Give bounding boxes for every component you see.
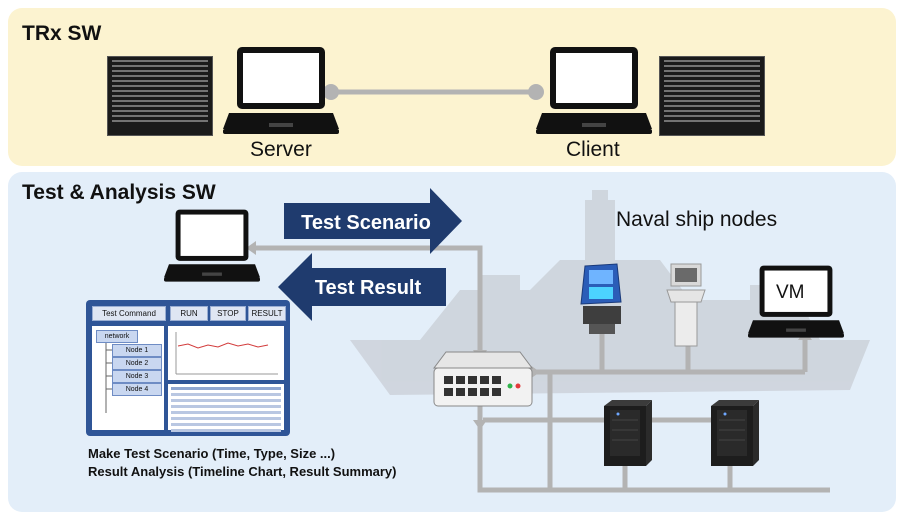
terminal-kiosk-icon [666,263,706,347]
server-label: Server [250,138,312,161]
caption-result-analysis: Result Analysis (Timeline Chart, Result … [88,464,397,479]
test-scenario-label: Test Scenario [301,212,431,234]
test-result-label: Test Result [315,277,422,299]
tree-node-1[interactable]: Node 1 [112,344,162,357]
server-terminal [107,56,213,136]
timeline-chart-panel [168,326,284,380]
timeline-chart-sketch [175,332,278,375]
client-terminal [659,56,765,136]
naval-ship-nodes-label: Naval ship nodes [616,208,778,231]
vm-label: VM [776,282,805,303]
tree-node-4[interactable]: Node 4 [112,383,162,396]
result-button[interactable]: RESULT [248,306,286,321]
tree-node-3[interactable]: Node 3 [112,370,162,383]
wire-arrow-icon [473,420,487,430]
control-console-icon [580,263,622,334]
result-summary-table [168,384,284,432]
tree-root-network[interactable]: network [96,330,138,343]
test-application-window: Test Command RUN STOP RESULT network Nod… [86,300,290,436]
client-laptop-icon [536,47,652,134]
run-button[interactable]: RUN [170,306,208,321]
server-laptop-icon [223,47,339,134]
caption-make-scenario: Make Test Scenario (Time, Type, Size ...… [88,446,336,461]
stop-button[interactable]: STOP [210,306,246,321]
test-scenario-arrow [284,188,462,254]
tree-node-2[interactable]: Node 2 [112,357,162,370]
analysis-laptop-icon [164,209,260,282]
tree-connectors [105,341,112,413]
network-switch-icon [433,351,533,407]
vm-laptop-icon [748,265,844,338]
tower-server-icon [711,400,759,466]
wire-arrow-icon [246,241,256,255]
client-label: Client [566,138,620,161]
network-tree-panel: network Node 1 Node 2 Node 3 Node 4 [92,326,164,430]
trx-sw-title: TRx SW [22,22,102,45]
test-analysis-title: Test & Analysis SW [22,181,216,204]
tower-server-icon [604,400,652,466]
link-end-icon [528,84,544,100]
test-command-button[interactable]: Test Command [92,306,166,321]
test-result-arrow [278,253,446,321]
link-end-icon [323,84,339,100]
